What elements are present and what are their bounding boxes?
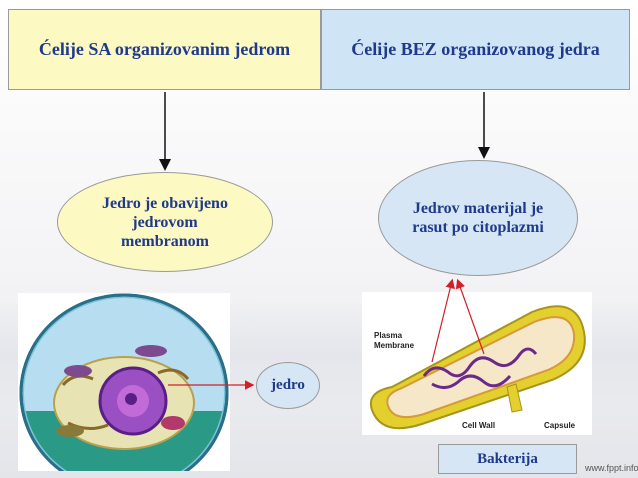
- nucleus-label-bubble: jedro: [256, 362, 320, 409]
- dna-strand: [422, 347, 538, 389]
- bacteria-caption: Bakterija: [438, 444, 577, 474]
- scattered-dna-bubble: Jedrov materijal je rasut po citoplazmi: [378, 160, 578, 276]
- eukaryotic-cell-image: [18, 293, 230, 478]
- footer-watermark: www.fppt.info: [585, 463, 638, 473]
- eukaryote-header: Ćelije SA organizovanim jedrom: [8, 9, 321, 90]
- svg-text:Cell Wall: Cell Wall: [462, 421, 495, 430]
- svg-text:Membrane: Membrane: [374, 341, 415, 350]
- nucleus-membrane-bubble: Jedro je obavijeno jedrovom membranom: [57, 172, 273, 272]
- bacterium-image: Plasma Membrane Cell Wall Capsule: [362, 292, 592, 435]
- svg-text:Capsule: Capsule: [544, 421, 576, 430]
- arrow-dna-1: [431, 278, 455, 363]
- arrow-dna-2: [455, 278, 485, 355]
- prokaryote-header: Ćelije BEZ organizovanog jedra: [321, 9, 630, 90]
- svg-text:Plasma: Plasma: [374, 331, 403, 340]
